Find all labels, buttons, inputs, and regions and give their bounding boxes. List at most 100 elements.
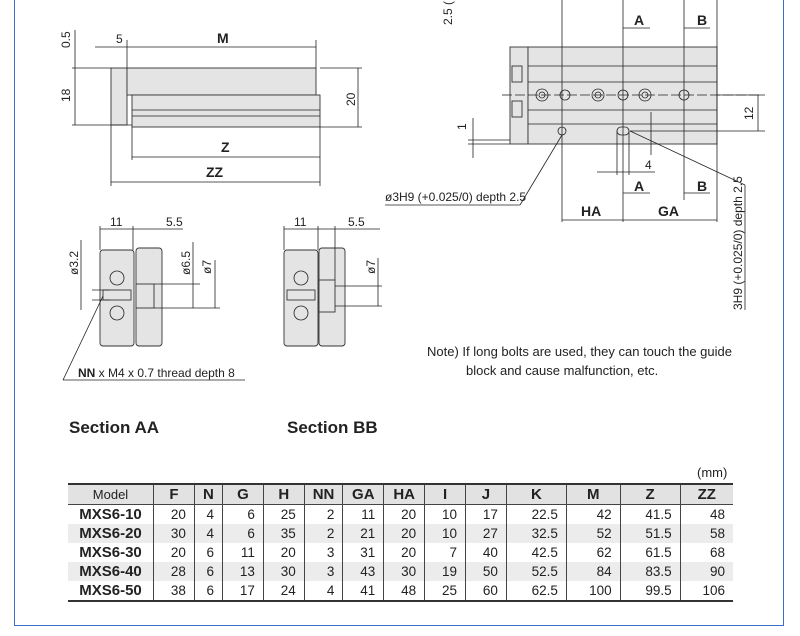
value-cell: 19: [424, 562, 466, 581]
value-cell: 60: [465, 581, 507, 601]
col-header: N: [193, 484, 223, 505]
table-header-row: Model F N G H NN GA HA I J K M Z ZZ: [68, 484, 733, 505]
model-cell: MXS6-20: [79, 525, 142, 542]
value-cell: 6: [221, 504, 264, 524]
value-cell: 6: [193, 581, 223, 601]
section-mark-a-bottom: A: [634, 178, 644, 194]
value-cell: 48: [383, 581, 425, 601]
dim-1: 1: [455, 123, 469, 130]
dim-11: 11: [294, 215, 307, 229]
value-cell: 11: [221, 543, 264, 562]
value-cell: 38: [153, 581, 195, 601]
value-cell: 43: [342, 562, 384, 581]
value-cell: 32.5: [505, 524, 567, 543]
value-cell: 22.5: [505, 504, 567, 524]
value-cell: 51.5: [619, 524, 681, 543]
value-cell: 84: [565, 562, 621, 581]
value-cell: 20: [262, 543, 305, 562]
value-cell: 25: [262, 504, 305, 524]
side-view: 0.5 5 M 18 20 Z ZZ: [59, 30, 362, 186]
value-cell: 58: [679, 524, 733, 543]
value-cell: 61.5: [619, 543, 681, 562]
value-cell: 24: [262, 581, 305, 601]
col-header: I: [424, 484, 466, 505]
unit-label: (mm): [697, 465, 728, 480]
col-header: GA: [342, 484, 384, 505]
value-cell: 48: [679, 504, 733, 524]
value-cell: 68: [679, 543, 733, 562]
value-cell: 99.5: [619, 581, 681, 601]
value-cell: 25: [424, 581, 466, 601]
value-cell: 17: [221, 581, 264, 601]
value-cell: 20: [383, 524, 425, 543]
note-line-2: block and cause malfunction, etc.: [466, 363, 659, 378]
col-header: HA: [383, 484, 425, 505]
dimensions-table: Model F N G H NN GA HA I J K M Z ZZ MXS6…: [68, 483, 733, 602]
dim-11: 11: [110, 215, 123, 229]
value-cell: 4: [193, 524, 223, 543]
dim-4: 4: [645, 158, 652, 172]
value-cell: 30: [383, 562, 425, 581]
value-cell: 27: [465, 524, 507, 543]
note-line-1: Note) If long bolts are used, they can t…: [427, 344, 732, 359]
value-cell: 52.5: [505, 562, 567, 581]
dim-d3.2: ø3.2: [67, 251, 81, 275]
dim-5.5: 5.5: [348, 215, 365, 229]
section-bb-title: Section BB: [287, 418, 378, 437]
dim-5: 5: [116, 32, 123, 46]
value-cell: 11: [342, 504, 384, 524]
dim-18: 18: [59, 88, 73, 102]
value-cell: 20: [383, 504, 425, 524]
value-cell: 7: [424, 543, 466, 562]
model-cell: MXS6-10: [79, 506, 142, 523]
value-cell: 20: [153, 504, 195, 524]
value-cell: 3: [303, 562, 343, 581]
value-cell: 42.5: [505, 543, 567, 562]
dim-12: 12: [742, 106, 756, 120]
value-cell: 31: [342, 543, 384, 562]
model-cell: MXS6-50: [79, 582, 142, 599]
value-cell: 6: [193, 543, 223, 562]
slot-callout: 3H9 (+0.025/0) depth 2.5: [731, 176, 745, 310]
value-cell: 106: [679, 581, 733, 601]
col-header: Z: [619, 484, 681, 505]
col-header: G: [221, 484, 264, 505]
dim-ha: HA: [581, 203, 601, 219]
col-header: ZZ: [679, 484, 733, 505]
dim-20: 20: [344, 92, 358, 106]
value-cell: 30: [262, 562, 305, 581]
section-aa-title: Section AA: [69, 418, 160, 437]
value-cell: 62: [565, 543, 621, 562]
thread-callout: NN x M4 x 0.7 thread depth 8: [78, 366, 235, 380]
value-cell: 41.5: [619, 504, 681, 524]
dim-2.5: 2.5 (: [441, 1, 455, 25]
value-cell: 52: [565, 524, 621, 543]
value-cell: 28: [153, 562, 195, 581]
callout-nn: NN: [78, 366, 95, 380]
value-cell: 62.5: [505, 581, 567, 601]
value-cell: 90: [679, 562, 733, 581]
value-cell: 83.5: [619, 562, 681, 581]
model-cell: MXS6-40: [79, 563, 142, 580]
value-cell: 35: [262, 524, 305, 543]
dim-m: M: [217, 30, 229, 46]
section-bb-drawing: 11 5.5 ø7: [283, 215, 382, 347]
dim-d7: ø7: [364, 260, 378, 274]
value-cell: 4: [303, 581, 343, 601]
value-cell: 30: [153, 524, 195, 543]
value-cell: 21: [342, 524, 384, 543]
value-cell: 3: [303, 543, 343, 562]
page-frame: [14, 0, 784, 626]
value-cell: 20: [383, 543, 425, 562]
dim-ga: GA: [658, 203, 679, 219]
dim-d7: ø7: [200, 260, 214, 274]
value-cell: 2: [303, 524, 343, 543]
value-cell: 41: [342, 581, 384, 601]
value-cell: 20: [153, 543, 195, 562]
col-header: H: [262, 484, 305, 505]
value-cell: 13: [221, 562, 264, 581]
